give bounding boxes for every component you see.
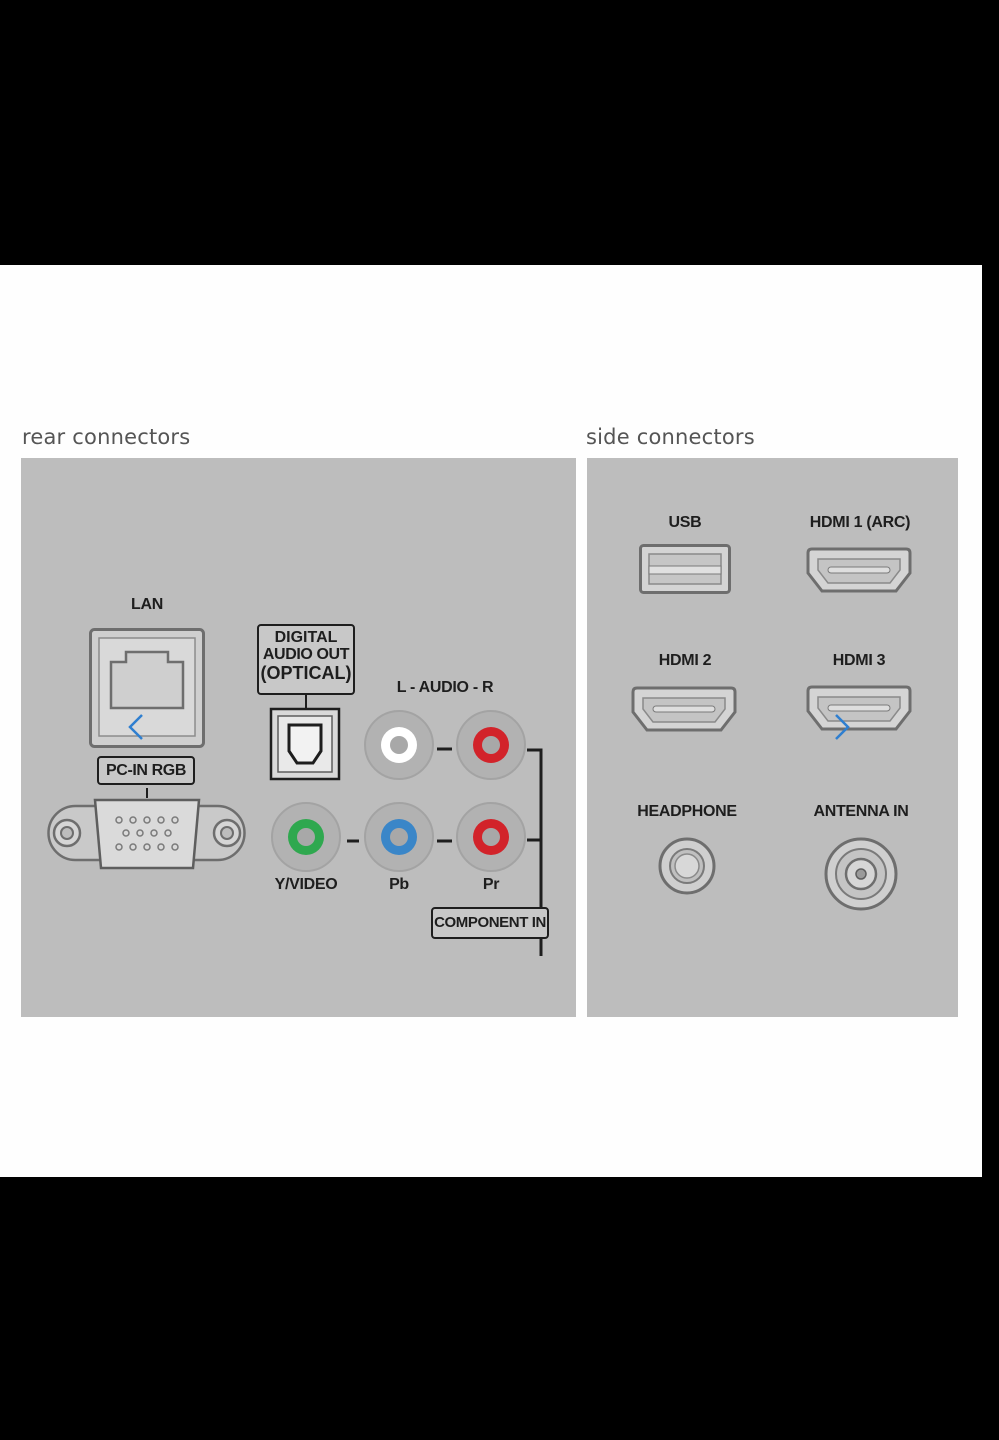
audio-l-jack-icon [364, 710, 434, 780]
side-connectors-title: side connectors [586, 425, 755, 449]
hdmi2-label: HDMI 2 [658, 652, 712, 669]
y-video-label: Y/VIDEO [274, 876, 338, 893]
usb-port-icon [639, 544, 731, 594]
lan-port-icon [89, 628, 205, 748]
chevron-left-icon[interactable] [124, 712, 148, 742]
pr-label: Pr [482, 876, 500, 893]
pc-in-rgb-label: PC-IN RGB [97, 756, 195, 785]
digital-audio-out-label: DIGITAL AUDIO OUT (OPTICAL) [257, 624, 355, 695]
headphone-label: HEADPHONE [637, 803, 737, 820]
vga-port-icon [47, 788, 246, 870]
digital-audio-out-line-2: AUDIO OUT [262, 645, 350, 663]
audio-lr-label: L - AUDIO - R [396, 679, 494, 696]
chevron-right-icon[interactable] [830, 712, 854, 742]
rear-panel: LAN PC-IN RGB DIGITAL [21, 458, 576, 1017]
hdmi3-label: HDMI 3 [832, 652, 886, 669]
antenna-in-port-icon [824, 837, 898, 911]
headphone-jack-icon [658, 837, 716, 895]
y-video-jack-icon [271, 802, 341, 872]
audio-jack-group [347, 710, 543, 956]
lan-label: LAN [131, 596, 163, 613]
hdmi1-port-icon [806, 547, 912, 593]
component-in-label: COMPONENT IN [431, 907, 549, 939]
hdmi1-label: HDMI 1 (ARC) [809, 514, 911, 531]
audio-r-jack-icon [456, 710, 526, 780]
digital-audio-out-line-3: (OPTICAL) [260, 662, 352, 683]
pb-jack-icon [364, 802, 434, 872]
hdmi3-port-icon [806, 685, 912, 731]
usb-label: USB [668, 514, 702, 531]
pr-jack-icon [456, 802, 526, 872]
hdmi2-port-icon [631, 686, 737, 732]
antenna-in-label: ANTENNA IN [813, 803, 909, 820]
side-panel: USB HDMI 1 (ARC) HDMI 2 HDMI 3 HEADPHON [587, 458, 958, 1017]
digital-audio-out-line-1: DIGITAL [274, 629, 338, 646]
optical-port-icon [269, 695, 341, 781]
rear-connectors-title: rear connectors [22, 425, 191, 449]
diagram-sheet: rear connectors side connectors LAN PC-I… [0, 265, 982, 1177]
pb-label: Pb [389, 876, 409, 893]
